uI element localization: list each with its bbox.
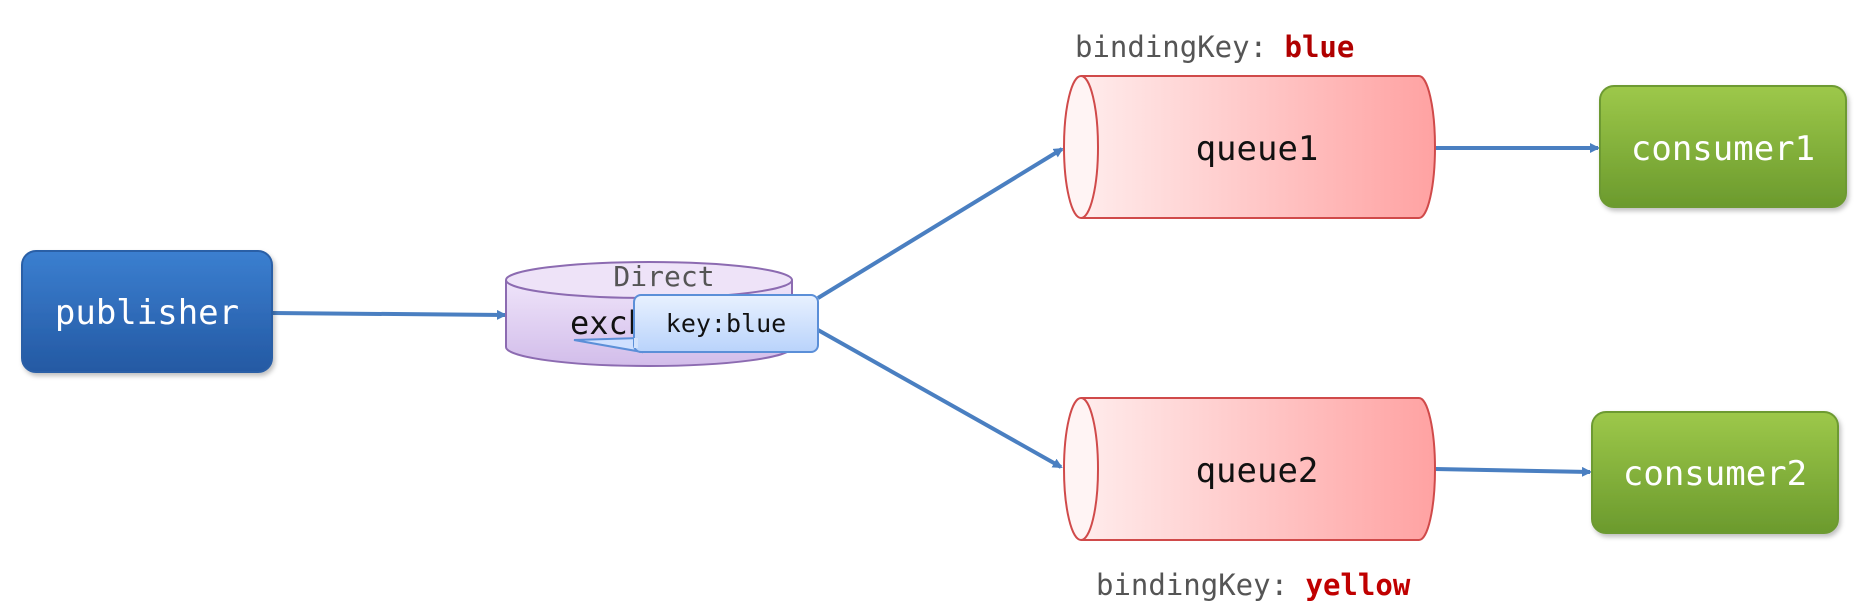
routing-key-label: key:blue — [666, 309, 786, 338]
queue1-label: queue1 — [1196, 129, 1319, 169]
consumer1-node: consumer1 — [1599, 85, 1847, 208]
queue2-binding-key: bindingKey: yellow — [1096, 568, 1411, 602]
queue2-label: queue2 — [1196, 451, 1319, 491]
queue1-binding-value: blue — [1285, 30, 1355, 64]
arrow-publisher-to-exchange — [271, 309, 507, 320]
queue2-node: queue2 — [1063, 397, 1436, 541]
arrow-queue2-to-consumer2 — [1434, 466, 1592, 477]
consumer2-node: consumer2 — [1591, 411, 1839, 534]
queue1-binding-prefix: bindingKey: — [1075, 30, 1285, 64]
queue1-node: queue1 — [1063, 75, 1436, 219]
queue1-binding-key: bindingKey: blue — [1075, 30, 1354, 64]
consumer2-label: consumer2 — [1623, 454, 1807, 494]
consumer1-label: consumer1 — [1631, 129, 1815, 169]
queue2-binding-value: yellow — [1306, 568, 1411, 602]
publisher-node: publisher — [21, 250, 273, 373]
publisher-label: publisher — [55, 293, 239, 333]
routing-key-callout: key:blue — [573, 294, 819, 354]
arrow-exchange-to-queue1 — [816, 147, 1064, 300]
queue2-binding-prefix: bindingKey: — [1096, 568, 1306, 602]
exchange-type-label: Direct — [613, 260, 714, 293]
arrow-exchange-to-queue2 — [817, 328, 1063, 469]
